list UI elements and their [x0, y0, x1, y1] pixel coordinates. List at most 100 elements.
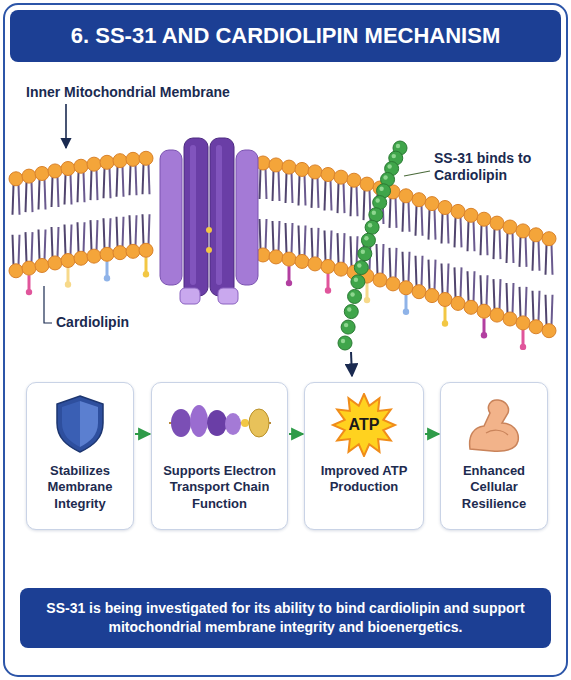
bead-highlight	[361, 250, 365, 254]
lipid-tail	[507, 283, 508, 313]
lipid-tail	[266, 169, 267, 199]
lipid-head	[61, 162, 75, 176]
lipid-tail	[448, 214, 449, 244]
lipid-tail	[65, 225, 66, 255]
cardiolipin-lipid	[364, 297, 370, 303]
lipid-tail	[123, 167, 124, 197]
lipid-tail	[533, 241, 534, 271]
part-label: Inner Mitochondrial Membrane	[26, 84, 286, 101]
peptide-bead	[358, 247, 372, 261]
flow-arrow	[135, 433, 150, 435]
lipid-tail	[351, 186, 352, 216]
lipid-tail	[526, 237, 527, 267]
peptide-bead	[338, 336, 352, 350]
cardiolipin-lipid	[67, 268, 70, 283]
cardiolipin-lipid	[483, 318, 486, 333]
lipid-tail	[409, 202, 410, 232]
lipid-tail	[32, 182, 33, 212]
lipid-tail	[474, 271, 475, 301]
lipid-tail	[32, 232, 33, 262]
ss31-peptide-chain	[338, 141, 407, 350]
lipid-tail	[292, 223, 293, 253]
step-icon	[165, 393, 275, 453]
lipid-tail	[318, 178, 319, 208]
lipid-tail	[97, 170, 98, 200]
lipid-tail	[52, 177, 53, 207]
cardiolipin-lipid	[405, 295, 408, 310]
cardiolipin-lipid	[106, 261, 109, 276]
lipid-head	[48, 164, 62, 178]
lipid-tail	[149, 214, 150, 244]
bead-highlight	[368, 223, 372, 227]
cardiolipin-lipid	[286, 280, 292, 286]
lipid-tail	[136, 165, 137, 195]
lipid-tail	[104, 218, 105, 248]
step-icon	[50, 393, 110, 455]
lipid-head	[451, 296, 465, 310]
down-arrow	[351, 352, 352, 376]
title-banner: 6. SS-31 AND CARDIOLIPIN MECHANISM	[10, 10, 561, 62]
flow-arrow	[425, 433, 439, 435]
lipid-tail	[325, 230, 326, 260]
lipid-tail	[292, 173, 293, 203]
bead-highlight	[344, 323, 348, 327]
lipid-tail	[39, 229, 40, 259]
lipid-head	[126, 244, 140, 258]
lipid-tail	[500, 229, 501, 259]
cardiolipin-lipid	[481, 332, 487, 338]
lipid-head	[412, 193, 426, 207]
lipid-head	[412, 285, 426, 299]
lipid-tail	[299, 175, 300, 205]
step-text: Stabilizes Membrane Integrity	[34, 463, 126, 512]
peptide-bead	[341, 320, 355, 334]
lipid-tail	[65, 175, 66, 205]
bead-highlight	[375, 198, 379, 202]
lipid-tail	[338, 183, 339, 213]
cardiolipin-lipid	[104, 275, 110, 281]
lipid-head	[35, 258, 49, 272]
cardiolipin-lipid	[366, 283, 369, 298]
bead-highlight	[392, 154, 396, 158]
lipid-tail	[104, 168, 105, 198]
lipid-tail	[416, 256, 417, 286]
leader-line	[404, 171, 430, 176]
lipid-tail	[78, 222, 79, 252]
bead-highlight	[387, 164, 391, 168]
lipid-head	[347, 173, 361, 187]
cardiolipin-lipid	[65, 281, 71, 287]
lipid-tail	[84, 222, 85, 252]
lipid-head	[399, 281, 413, 295]
lipid-tail	[377, 244, 378, 274]
title-text: 6. SS-31 AND CARDIOLIPIN MECHANISM	[71, 23, 500, 49]
lipid-tail	[286, 173, 287, 203]
lipid-tail	[13, 185, 14, 215]
peptide-bead	[351, 275, 365, 289]
lipid-tail	[546, 245, 547, 275]
peptide-bead	[354, 261, 368, 275]
lipid-head	[516, 316, 530, 330]
lipid-tail	[383, 244, 384, 274]
step-box: Stabilizes Membrane Integrity	[26, 382, 134, 530]
lipid-tail	[117, 167, 118, 197]
lipid-tail	[45, 179, 46, 209]
lipid-tail	[474, 221, 475, 251]
lipid-tail	[455, 217, 456, 247]
bead-highlight	[347, 307, 351, 311]
lipid-tail	[500, 279, 501, 309]
lipid-head	[529, 228, 543, 242]
lipid-tail	[435, 210, 436, 240]
lipid-tail	[409, 252, 410, 282]
lipid-tail	[26, 182, 27, 212]
lipid-head	[477, 212, 491, 226]
lipid-tail	[305, 225, 306, 255]
lipid-tail	[422, 256, 423, 286]
bead-highlight	[372, 211, 376, 215]
lipid-head	[477, 304, 491, 318]
bead-highlight	[350, 292, 354, 296]
cardiolipin-lipid	[442, 320, 448, 326]
lipid-head	[48, 256, 62, 270]
lipid-head	[425, 197, 439, 211]
bead-highlight	[364, 236, 368, 240]
step-icon	[462, 393, 526, 455]
lipid-tail	[273, 221, 274, 251]
